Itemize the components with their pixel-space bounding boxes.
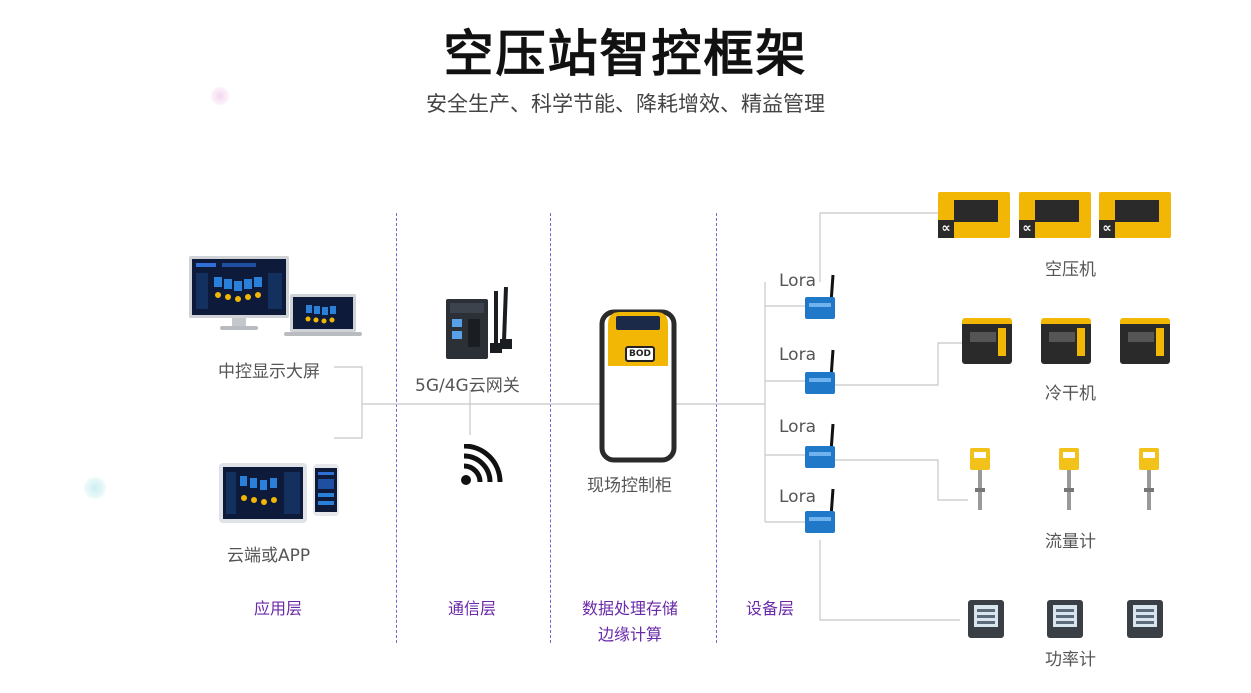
page-subtitle: 安全生产、科学节能、降耗增效、精益管理 xyxy=(426,92,825,116)
flow-meter-label: 流量计 xyxy=(1045,532,1096,552)
layer-label-data: 数据处理存储 边缘计算 xyxy=(560,596,700,648)
power-meter-icon xyxy=(1047,600,1083,638)
tablet-icon xyxy=(219,463,307,523)
divider-comm-data xyxy=(550,213,551,643)
divider-data-device xyxy=(716,213,717,643)
dryer-label: 冷干机 xyxy=(1045,384,1096,404)
power-meter-icon xyxy=(1127,600,1163,638)
cabinet-logo: BOD xyxy=(625,346,655,362)
monitor-icon xyxy=(189,256,289,330)
dryer-icon xyxy=(962,318,1012,364)
lora-label-2: Lora xyxy=(779,345,816,365)
dryer-icon xyxy=(1041,318,1091,364)
layer-label-data-line1: 数据处理存储 xyxy=(581,599,678,618)
layer-label-device: 设备层 xyxy=(745,599,794,618)
dryer-icon xyxy=(1120,318,1170,364)
compressor-mark: ∝ xyxy=(1019,220,1035,238)
cloud-label: 云端或APP xyxy=(227,546,311,566)
lora-label-3: Lora xyxy=(779,417,816,437)
compressor-mark: ∝ xyxy=(1099,220,1115,238)
air-compressor-icon: ∝ xyxy=(1019,192,1091,238)
page-title: 空压站智控框架 xyxy=(443,25,808,83)
wireless-signal-icon xyxy=(461,444,503,485)
layer-label-comm: 通信层 xyxy=(447,599,496,618)
flow-meter-icon xyxy=(1059,448,1079,510)
laptop-icon xyxy=(284,294,362,336)
layer-label-data-line2: 边缘计算 xyxy=(597,625,662,644)
power-meter-label: 功率计 xyxy=(1045,650,1096,670)
control-cabinet-icon xyxy=(599,309,677,463)
compressor-label: 空压机 xyxy=(1045,260,1096,280)
phone-icon xyxy=(313,464,339,516)
layer-label-app: 应用层 xyxy=(253,599,302,618)
air-compressor-icon: ∝ xyxy=(938,192,1010,238)
decor-dot-cyan xyxy=(84,477,106,499)
divider-app-comm xyxy=(396,213,397,643)
cabinet-label: 现场控制柜 xyxy=(587,476,672,496)
gateway-label: 5G/4G云网关 xyxy=(415,376,520,396)
flow-meter-icon xyxy=(970,448,990,510)
compressor-mark: ∝ xyxy=(938,220,954,238)
power-meter-icon xyxy=(968,600,1004,638)
lora-label-1: Lora xyxy=(779,271,816,291)
gateway-icon xyxy=(446,287,512,359)
flow-meter-icon xyxy=(1139,448,1159,510)
lora-module-icon xyxy=(805,274,835,319)
air-compressor-icon: ∝ xyxy=(1099,192,1171,238)
screen-label: 中控显示大屏 xyxy=(218,362,320,382)
lora-label-4: Lora xyxy=(779,487,816,507)
decor-dot-pink xyxy=(211,87,229,105)
lora-module-icon xyxy=(805,423,835,468)
lora-module-icon xyxy=(805,488,835,533)
lora-module-icon xyxy=(805,349,835,394)
